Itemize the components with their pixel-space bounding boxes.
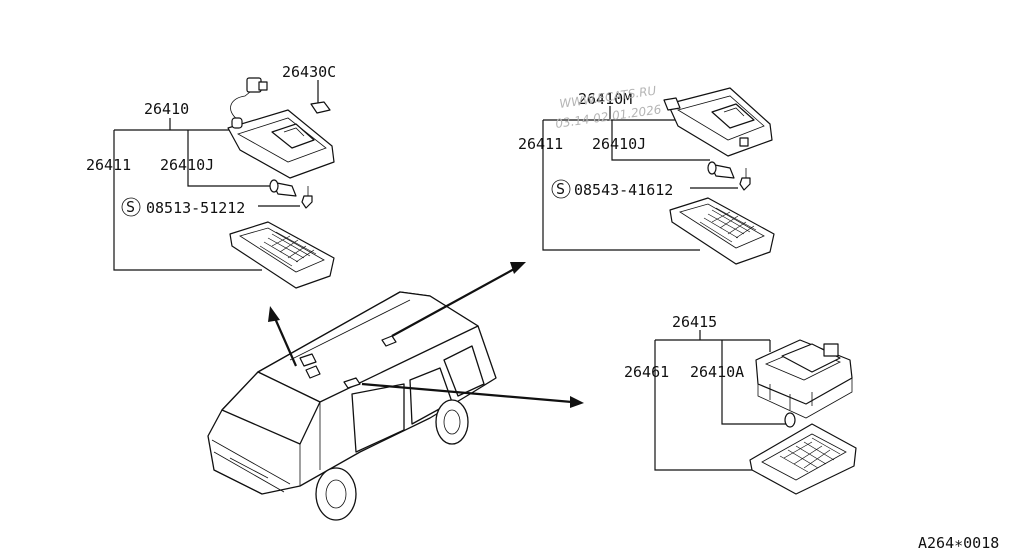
lens-grill-2: [699, 207, 757, 243]
group-cargo-lamp: 26415 26461 26410A: [624, 313, 857, 495]
lens-grill: [259, 231, 317, 267]
label-26410: 26410: [144, 100, 189, 118]
label-26410J-rear: 26410J: [592, 135, 646, 153]
van-illustration: [207, 291, 497, 521]
screw-symbol-circle-2: [551, 179, 571, 199]
screw-symbol-2: S: [556, 180, 565, 198]
screw-symbol-circle-1: [121, 197, 141, 217]
label-26410J: 26410J: [160, 156, 214, 174]
van-side-window-3: [443, 345, 485, 397]
label-26430C: 26430C: [282, 63, 336, 81]
diagram-code: A264∗0018: [918, 534, 999, 552]
group-rear-room-lamp: 26410M 26411 26410J S 08543-41612 WWW.EC…: [518, 83, 775, 265]
label-26461: 26461: [624, 363, 669, 381]
label-08543-41612: 08543-41612: [574, 181, 673, 199]
lens-grill-3: [779, 437, 841, 473]
label-26410A: 26410A: [690, 363, 744, 381]
label-26411: 26411: [86, 156, 131, 174]
pointer-arrows: [268, 262, 584, 408]
label-26411-rear: 26411: [518, 135, 563, 153]
group-front-room-lamp: 26430C 26410 26411 26410J S 08513-51212: [86, 63, 336, 289]
label-26410M: 26410M: [578, 90, 632, 108]
screw-symbol-1: S: [126, 198, 135, 216]
label-26415: 26415: [672, 313, 717, 331]
label-08513-51212: 08513-51212: [146, 199, 245, 217]
van-side-window-1: [351, 383, 405, 453]
